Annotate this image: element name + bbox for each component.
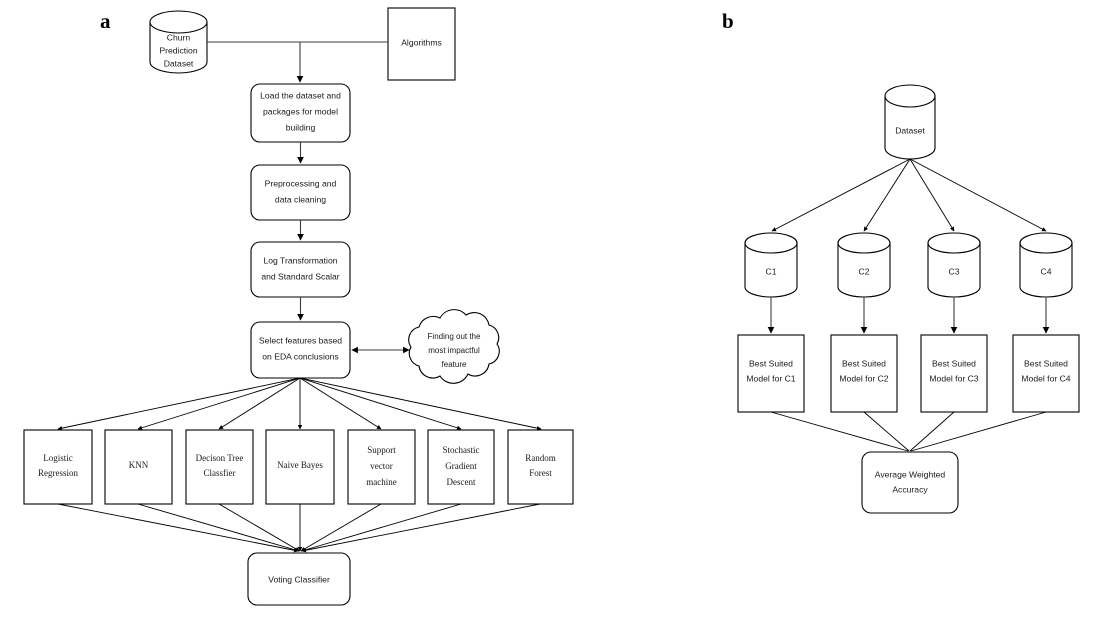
node-label-line: vector: [370, 461, 393, 471]
panel-a-label: a: [100, 9, 111, 33]
edge-model-c2-to-average: [863, 411, 910, 452]
node-label-line: Prediction: [159, 45, 197, 55]
node-cluster-c3: C3: [927, 232, 981, 298]
node-label-line: Descent: [447, 477, 476, 487]
node-cluster-c1: C1: [744, 232, 798, 298]
edge-to-random-forest: [299, 377, 542, 431]
node-label-line: Random: [525, 453, 556, 463]
edge-to-support-vector-machine: [299, 377, 382, 430]
node-label-line: Algorithms: [401, 37, 442, 47]
node-load-dataset: Load the dataset and packages for model …: [250, 83, 351, 143]
edge-to-stochastic-gradient-descent: [299, 377, 462, 430]
node-label-line: Stochastic: [443, 445, 480, 455]
node-label-line: Preprocessing and: [265, 178, 337, 188]
edge-to-logistic-regression: [57, 377, 301, 431]
node-label-line: packages for model: [263, 106, 338, 116]
node-cluster-c4: C4: [1019, 232, 1073, 298]
node-label-line: Load the dataset and: [260, 90, 341, 100]
node-cluster-c2: C2: [837, 232, 891, 298]
node-best-model-c2: Best Suited Model for C2: [830, 334, 898, 413]
node-label-line: Classfier: [204, 468, 236, 478]
node-label-line: Average Weighted: [875, 469, 946, 479]
node-label-line: Accuracy: [892, 484, 928, 494]
node-label-line: Best Suited: [1024, 358, 1068, 368]
node-decision-tree-classifier: Decison Tree Classfier: [185, 429, 254, 505]
node-label-line: Best Suited: [749, 358, 793, 368]
node-finding-impactful-feature-cloud: Finding out the most impactful feature: [408, 309, 500, 384]
edge-svm-to-voting: [300, 503, 382, 552]
edge-model-c4-to-average: [910, 411, 1047, 452]
node-label-line: Finding out the: [428, 332, 481, 341]
node-label-line: C4: [1041, 266, 1052, 276]
edge-model-c1-to-average: [770, 411, 909, 452]
node-label-line: Model for C4: [1021, 373, 1070, 383]
node-label-line: Voting Classifier: [268, 574, 330, 584]
node-select-features: Select features based on EDA conclusions: [250, 321, 351, 379]
node-random-forest: Random Forest: [507, 429, 574, 505]
edge-dataset-to-c1: [771, 158, 911, 232]
node-label-line: C1: [766, 266, 777, 276]
node-label-line: and Standard Scalar: [261, 271, 339, 281]
edge-knn-to-voting: [137, 503, 300, 553]
node-stochastic-gradient-descent: Stochastic Gradient Descent: [427, 429, 495, 505]
node-label-line: Model for C2: [839, 373, 888, 383]
node-label-line: Decison Tree: [196, 453, 244, 463]
edge-model-c3-to-average: [909, 411, 955, 452]
node-algorithms: Algorithms: [387, 7, 456, 81]
node-churn-prediction-dataset: Churn Prediction Dataset: [149, 10, 208, 74]
node-label-line: feature: [442, 360, 467, 369]
node-label-line: Support: [367, 445, 396, 455]
node-knn: KNN: [104, 429, 173, 505]
edge-to-decision-tree: [218, 377, 301, 430]
edge-logistic-to-voting: [57, 503, 299, 553]
node-best-model-c4: Best Suited Model for C4: [1012, 334, 1080, 413]
node-log-transformation: Log Transformation and Standard Scalar: [250, 241, 351, 298]
edge-dataset-to-c2: [863, 158, 911, 232]
node-label-line: Dataset: [164, 58, 194, 68]
node-label-line: Regression: [38, 468, 78, 478]
node-label-line: data cleaning: [275, 194, 326, 204]
node-label-line: C3: [949, 266, 960, 276]
edge-dataset-to-c3: [909, 158, 955, 232]
edge-sgd-to-voting: [301, 503, 462, 553]
node-label-line: Model for C3: [929, 373, 978, 383]
node-label-line: Best Suited: [932, 358, 976, 368]
node-dataset: Dataset: [884, 84, 936, 160]
edge-random-forest-to-voting: [301, 503, 541, 553]
node-label-line: Gradient: [445, 461, 477, 471]
node-label-line: machine: [366, 477, 397, 487]
node-best-model-c1: Best Suited Model for C1: [737, 334, 805, 413]
node-label-line: most impactful: [428, 346, 480, 355]
node-best-model-c3: Best Suited Model for C3: [920, 334, 988, 413]
edge-dataset-to-c4: [909, 158, 1047, 232]
edge-to-knn: [137, 377, 301, 430]
node-label-line: KNN: [129, 460, 149, 470]
node-label-line: building: [286, 122, 316, 132]
panel-b-label: b: [722, 9, 734, 33]
node-label-line: Select features based: [259, 335, 342, 345]
node-naive-bayes: Naive Bayes: [265, 429, 335, 505]
node-label-line: C2: [859, 266, 870, 276]
node-support-vector-machine: Support vector machine: [347, 429, 416, 505]
node-label-line: Best Suited: [842, 358, 886, 368]
node-label-line: Forest: [529, 468, 552, 478]
edge-decision-tree-to-voting: [218, 503, 300, 552]
node-voting-classifier: Voting Classifier: [247, 552, 351, 606]
node-logistic-regression: Logistic Regression: [23, 429, 93, 505]
node-average-weighted-accuracy: Average Weighted Accuracy: [861, 451, 959, 514]
node-preprocessing: Preprocessing and data cleaning: [250, 164, 351, 221]
node-label-line: Dataset: [895, 125, 925, 135]
node-label-line: Model for C1: [746, 373, 795, 383]
node-label-line: Churn: [167, 32, 191, 42]
node-label-line: Logistic: [43, 453, 73, 463]
node-label-line: Naive Bayes: [277, 460, 323, 470]
node-label-line: Log Transformation: [263, 255, 337, 265]
node-label-line: on EDA conclusions: [262, 351, 338, 361]
